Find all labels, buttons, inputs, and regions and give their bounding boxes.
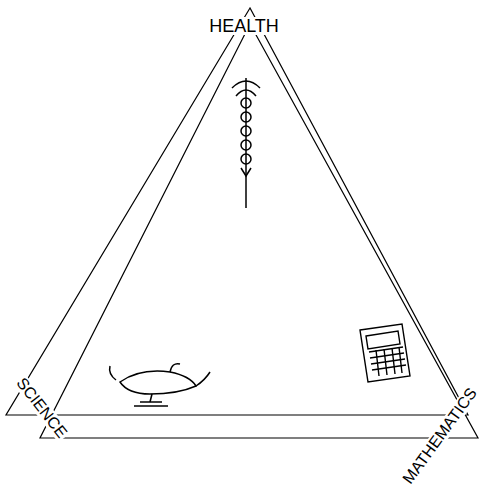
inner-triangle [40, 24, 478, 438]
apex-label: HEALTH [207, 17, 281, 35]
caduceus-symbol [232, 78, 260, 208]
corner-label: SCIENCE [13, 373, 72, 442]
outer-triangle [6, 8, 468, 415]
oil-lamp-symbol [110, 364, 210, 406]
calculator-symbol [360, 324, 410, 382]
corner-label: MATHEMATICS [399, 384, 481, 489]
